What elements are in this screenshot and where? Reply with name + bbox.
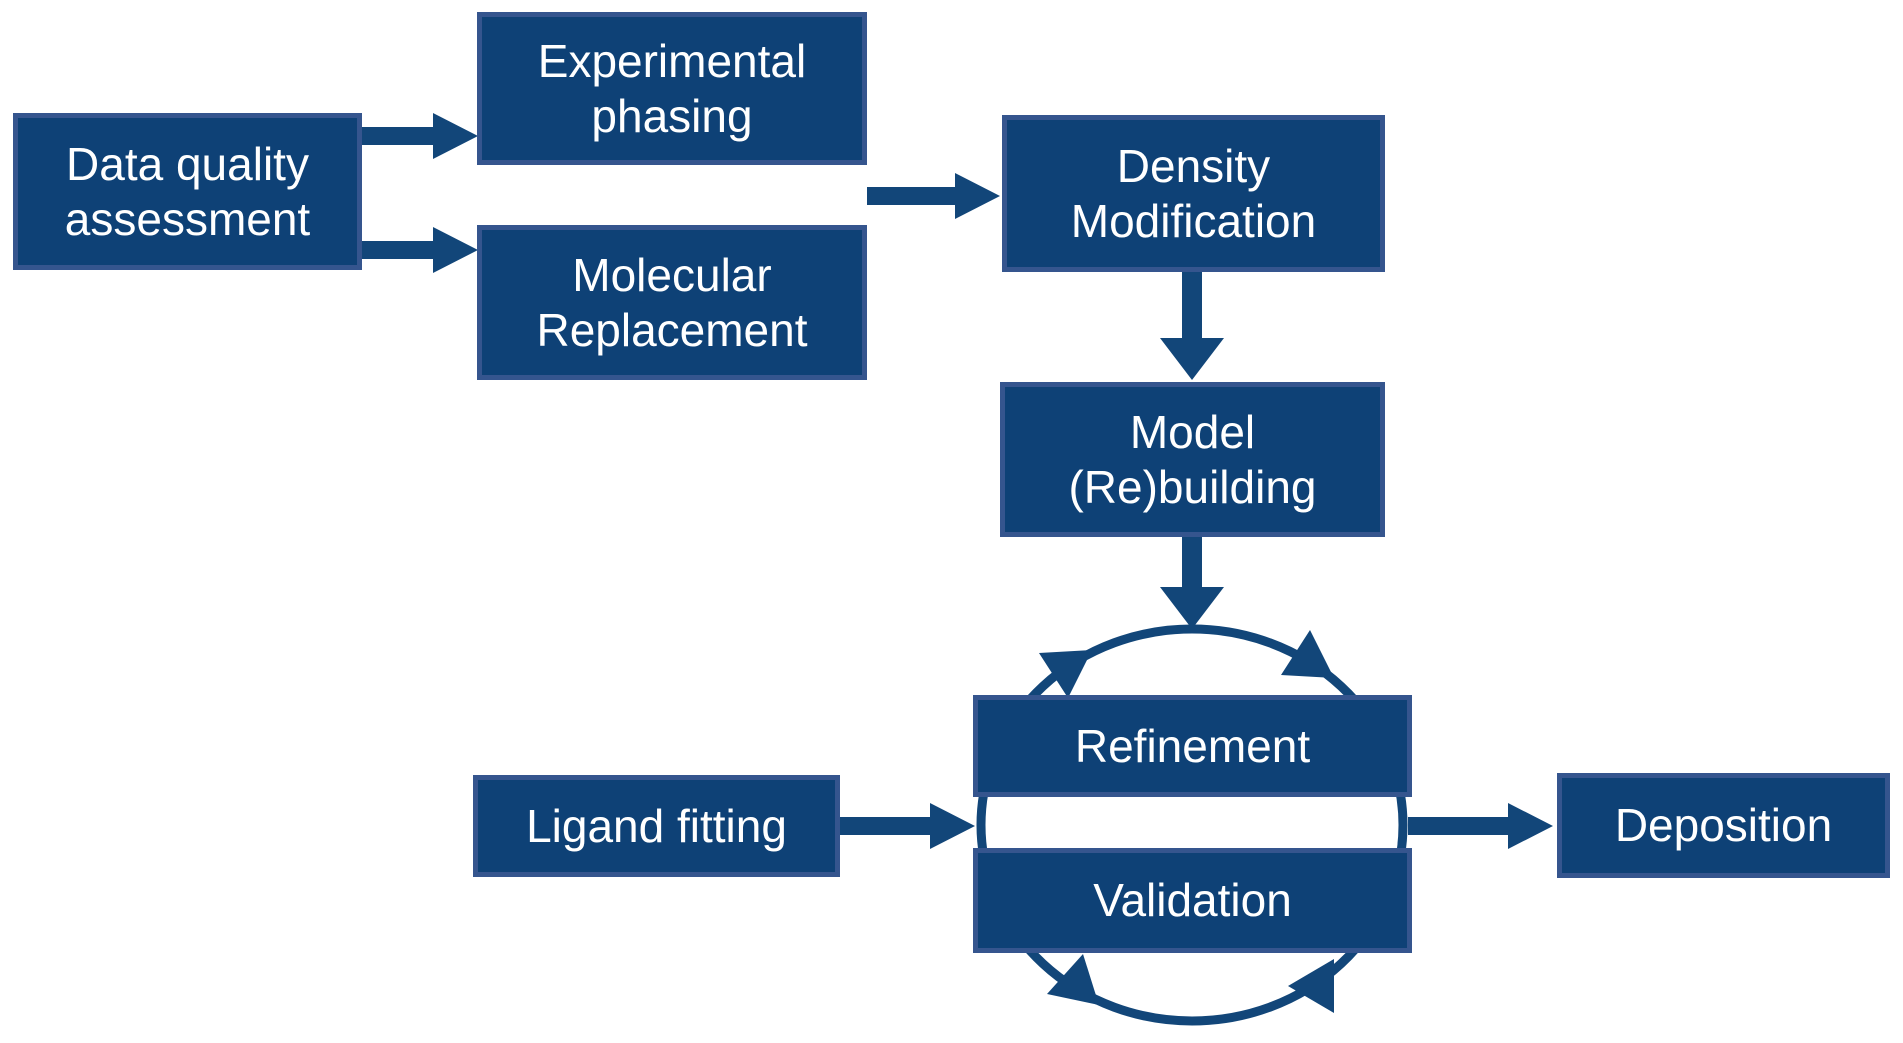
node-label-line: Refinement [1074,719,1311,772]
node-label-line: Experimental [537,35,807,88]
node-label-line: Validation [1093,874,1292,927]
arrow-data-quality-to-molecular-replacement [362,227,478,273]
node-label-line: (Re)building [1068,460,1317,513]
node-label-line: Replacement [536,303,808,356]
arrow-model-rebuilding-to-cycle [1160,537,1224,629]
arrow-cycle-to-deposition [1408,803,1553,849]
node-molecular-replacement: Molecular Replacement [477,225,867,380]
node-label-line: Modification [1070,194,1317,247]
node-deposition: Deposition [1557,773,1890,878]
cycle-arrowhead-top-left [1039,650,1092,698]
node-ligand-fitting: Ligand fitting [473,775,840,877]
node-label-line: Model [1129,406,1256,459]
node-label-line: assessment [64,192,311,245]
node-validation: Validation [973,848,1412,953]
cycle-arrowhead-bottom-left [1047,954,1099,1005]
node-label-line: Molecular [572,249,772,302]
node-refinement: Refinement [973,695,1412,797]
refinement-validation-cycle-circle [976,624,1408,1026]
arrow-ligand-fitting-to-cycle [840,803,975,849]
node-label-line: Density [1116,140,1271,193]
node-label-line: Deposition [1614,799,1833,852]
node-density-modification: Density Modification [1002,115,1385,272]
node-experimental-phasing: Experimental phasing [477,12,867,165]
node-label-line: Data quality [66,138,309,191]
arrow-data-quality-to-experimental-phasing [362,113,478,159]
arrow-phasing-to-density-modification [867,173,1000,219]
node-data-quality-assessment: Data quality assessment [13,113,362,270]
cycle-arrowhead-bottom-right [1288,959,1334,1013]
node-label-line: Ligand fitting [526,799,787,852]
node-model-rebuilding: Model (Re)building [1000,382,1385,537]
arrow-density-to-model-rebuilding [1160,272,1224,380]
cycle-arrowhead-top-right [1281,630,1334,678]
node-label-line: phasing [591,89,753,142]
